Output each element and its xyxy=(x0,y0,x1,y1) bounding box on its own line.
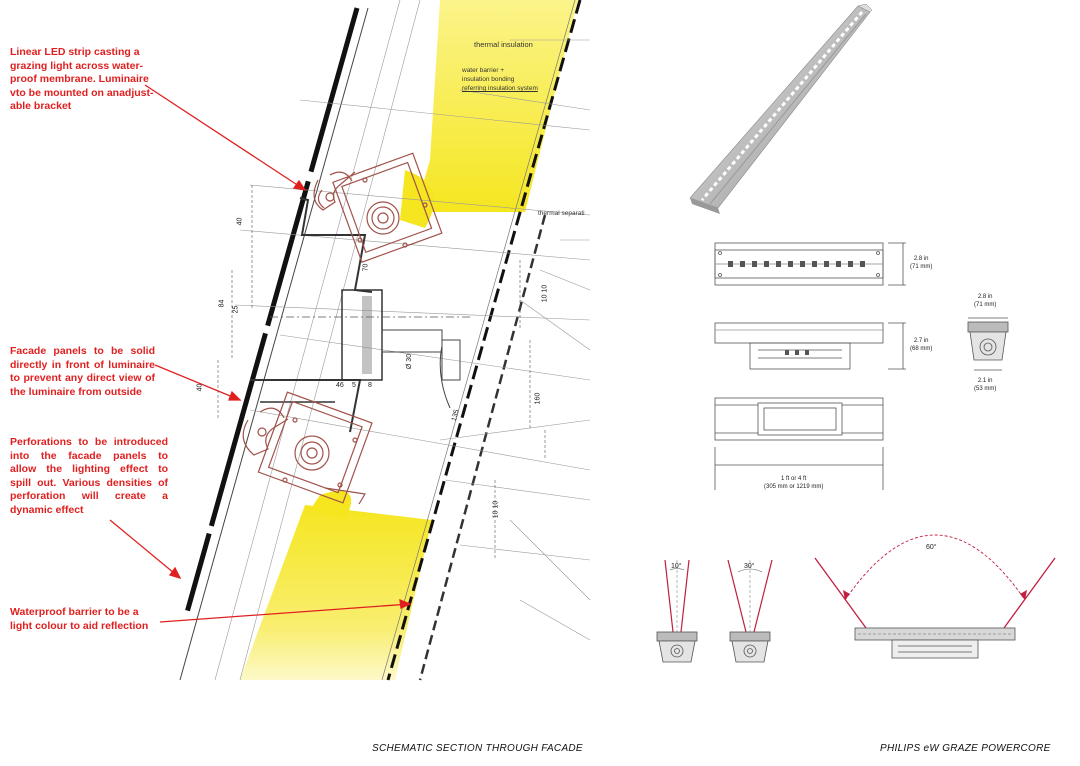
arrow-facade-panels xyxy=(154,364,241,401)
product-3d-view xyxy=(689,3,873,214)
note-line: to prevent any direct view of xyxy=(10,372,155,384)
dim-line: 2.7 in xyxy=(913,338,929,344)
beam-narrow xyxy=(664,559,690,633)
note-line: able bracket xyxy=(10,100,72,112)
dim-1010-bottom: 10 10 xyxy=(492,500,500,519)
label-line: insulation bonding xyxy=(462,76,515,83)
note-line: the luminaire from outside xyxy=(10,385,142,398)
product-side-view xyxy=(714,322,906,370)
note-line: into the facade panels to xyxy=(10,449,168,462)
dim-40-top: 40 xyxy=(236,217,244,226)
product-drawings xyxy=(656,3,1056,663)
end-units xyxy=(656,631,771,663)
dim-line: (71 mm) xyxy=(910,263,933,270)
note-perforations: Perforations to be introduced into the f… xyxy=(10,436,168,517)
beam-wide xyxy=(814,534,1056,629)
dim-line: (71 mm) xyxy=(974,301,997,308)
dim-line: 2.8 in xyxy=(977,294,993,300)
dim-1010-top: 10 10 xyxy=(541,284,549,303)
note-line: Waterproof barrier to be a xyxy=(10,606,139,618)
dim-5: 5 xyxy=(352,382,356,389)
note-waterproof-barrier: Waterproof barrier to be a light colour … xyxy=(10,606,148,633)
dim-end-width-bottom: 2.1 in (53 mm) xyxy=(974,378,996,393)
luminaire-bottom xyxy=(242,391,373,505)
dim-25: 25 xyxy=(232,305,240,314)
dim-height-top: 2.8 in (71 mm) xyxy=(910,256,932,271)
note-line: dynamic effect xyxy=(10,503,84,516)
arrow-led-strip xyxy=(144,84,306,191)
light-beam-top xyxy=(415,0,578,212)
dim-length: 1 ft or 4 ft (305 mm or 1219 mm) xyxy=(764,476,823,491)
note-line: light colour to aid reflection xyxy=(10,619,149,632)
label-water-barrier: water barrier + insulation bonding refer… xyxy=(462,66,538,93)
label-line: referring insulation system xyxy=(462,85,538,92)
dim-160: 160 xyxy=(534,392,542,405)
dim-8: 8 xyxy=(368,382,372,389)
note-line: directly in front of luminaire xyxy=(10,358,155,371)
dim-line: (305 mm or 1219 mm) xyxy=(764,483,824,490)
light-spill-top xyxy=(400,170,434,228)
note-line: allow the lighting effect to xyxy=(10,463,168,475)
dim-line: 2.1 in xyxy=(977,378,993,384)
waterproof-barrier-line xyxy=(386,0,582,681)
dim-line: (53 mm) xyxy=(974,385,997,392)
label-line: water barrier + xyxy=(462,67,505,74)
luminaire-top xyxy=(313,152,443,263)
angle-wide: 60° xyxy=(926,544,937,551)
note-facade-panels: Facade panels to be solid directly in fr… xyxy=(10,345,155,399)
angle-narrow: 10° xyxy=(671,563,682,570)
light-beam-bottom xyxy=(240,505,432,680)
dim-line: 2.8 in xyxy=(913,256,929,262)
caption-facade-section: SCHEMATIC SECTION THROUGH FACADE xyxy=(372,743,583,754)
label-thermal-separation: thermal separati xyxy=(538,210,585,217)
note-line: Linear LED strip casting a xyxy=(10,46,140,58)
dim-40-bottom: 40 xyxy=(196,383,204,392)
product-bottom-view xyxy=(714,397,884,490)
note-line: spill out. Various densities of xyxy=(10,476,168,489)
note-line: grazing light across water- xyxy=(10,59,144,72)
label-thermal-insulation: thermal insulation xyxy=(474,40,533,49)
note-line: Facade panels to be solid xyxy=(10,345,155,357)
note-led-strip: Linear LED strip casting a grazing light… xyxy=(10,46,154,114)
light-spill-bottom xyxy=(310,490,352,520)
dim-line: 1 ft or 4 ft xyxy=(781,476,807,482)
dim-line: (68 mm) xyxy=(910,345,933,352)
wide-beam-luminaire xyxy=(854,627,1016,659)
dim-84: 84 xyxy=(218,299,226,308)
beam-medium xyxy=(727,559,773,633)
dim-height-side: 2.7 in (68 mm) xyxy=(910,338,932,353)
note-line: proof membrane. Luminaire xyxy=(10,73,149,85)
arrow-perforations xyxy=(109,519,181,579)
facade-panel-line xyxy=(165,7,360,681)
angle-medium: 30° xyxy=(744,563,755,570)
dim-70: 70 xyxy=(362,263,370,272)
caption-product: PHILIPS eW GRAZE POWERCORE xyxy=(880,743,1051,754)
note-line: perforation will create a xyxy=(10,490,168,502)
dim-46: 46 xyxy=(336,382,344,389)
arrow-waterproof-barrier xyxy=(159,603,411,623)
facade-section-drawing xyxy=(109,0,591,681)
note-line: vto be mounted on anadjust- xyxy=(10,86,154,99)
product-end-view xyxy=(967,317,1009,371)
note-line: Perforations to be introduced xyxy=(10,436,168,448)
dim-30: Ø 30 xyxy=(406,353,414,370)
dim-end-width-top: 2.8 in (71 mm) xyxy=(974,294,996,309)
product-top-view xyxy=(714,242,906,286)
